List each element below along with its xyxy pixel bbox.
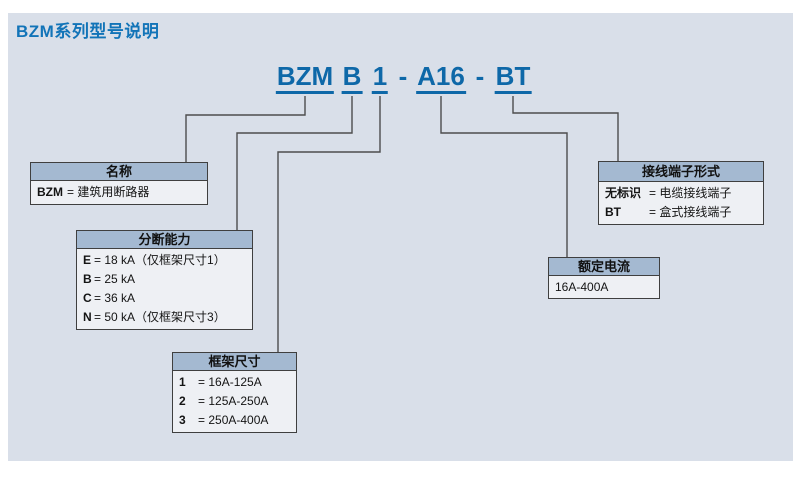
row-desc: = 盒式接线端子 — [649, 205, 732, 219]
row-desc: = 电缆接线端子 — [649, 186, 732, 200]
row-code: BT — [605, 205, 621, 219]
box-row: 2 = 125A-250A — [179, 392, 292, 411]
model-segment-bt: BT — [494, 63, 532, 94]
row-desc: 16A-400A — [555, 280, 609, 294]
model-segment-a16: A16 — [416, 63, 466, 94]
box-row: B= 25 kA — [83, 270, 248, 289]
row-desc: = 250A-400A — [198, 413, 269, 427]
rated-current-box-body: 16A-400A — [549, 276, 659, 298]
row-code: C — [83, 291, 92, 305]
breaking-capacity-box-header: 分断能力 — [77, 231, 252, 249]
frame-size-box-header: 框架尺寸 — [173, 353, 296, 371]
row-code: 2 — [179, 394, 186, 408]
terminal-type-box-body: 无标识 = 电缆接线端子 BT = 盒式接线端子 — [599, 182, 763, 224]
row-desc: = 18 kA（仅框架尺寸1） — [94, 253, 226, 267]
frame-size-box-body: 1 = 16A-125A 2 = 125A-250A 3 = 250A-400A — [173, 371, 296, 432]
terminal-type-box: 接线端子形式 无标识 = 电缆接线端子 BT = 盒式接线端子 — [598, 161, 764, 225]
box-row: BT = 盒式接线端子 — [605, 203, 759, 222]
model-separator: - — [398, 61, 408, 91]
rated-current-box: 额定电流 16A-400A — [548, 257, 660, 299]
row-code: 1 — [179, 375, 186, 389]
row-desc: = 16A-125A — [198, 375, 262, 389]
model-segment-b: B — [341, 63, 363, 94]
rated-current-box-header: 额定电流 — [549, 258, 659, 276]
name-box-body: BZM = 建筑用断路器 — [31, 181, 207, 204]
row-code: E — [83, 253, 92, 267]
box-row: 1 = 16A-125A — [179, 373, 292, 392]
box-row: BZM = 建筑用断路器 — [37, 183, 203, 202]
box-row: 3 = 250A-400A — [179, 411, 292, 430]
frame-size-box: 框架尺寸 1 = 16A-125A 2 = 125A-250A 3 = 250A-40… — [172, 352, 297, 433]
box-row: N= 50 kA（仅框架尺寸3） — [83, 308, 248, 327]
breaking-capacity-box-body: E= 18 kA（仅框架尺寸1） B= 25 kA C= 36 kA N= 50… — [77, 249, 252, 329]
row-code: 3 — [179, 413, 186, 427]
row-code: BZM — [37, 185, 63, 199]
box-row: 16A-400A — [555, 278, 655, 296]
row-desc: = 50 kA（仅框架尺寸3） — [94, 310, 226, 324]
box-row: E= 18 kA（仅框架尺寸1） — [83, 251, 248, 270]
row-code: 无标识 — [605, 186, 642, 200]
box-row: 无标识 = 电缆接线端子 — [605, 184, 759, 203]
row-desc: = 36 kA — [94, 291, 136, 305]
name-box: 名称 BZM = 建筑用断路器 — [30, 162, 208, 205]
row-code: N — [83, 310, 92, 324]
terminal-type-box-header: 接线端子形式 — [599, 162, 763, 182]
row-code: B — [83, 272, 92, 286]
page-title: BZM系列型号说明 — [16, 22, 160, 41]
model-separator: - — [475, 61, 485, 91]
model-segment-bzm: BZM — [275, 63, 335, 94]
row-desc: = 25 kA — [94, 272, 136, 286]
row-desc: = 建筑用断路器 — [67, 185, 150, 199]
box-row: C= 36 kA — [83, 289, 248, 308]
breaking-capacity-box: 分断能力 E= 18 kA（仅框架尺寸1） B= 25 kA C= 36 kA … — [76, 230, 253, 330]
model-segment-1: 1 — [371, 63, 389, 94]
row-desc: = 125A-250A — [198, 394, 269, 408]
name-box-header: 名称 — [31, 163, 207, 181]
